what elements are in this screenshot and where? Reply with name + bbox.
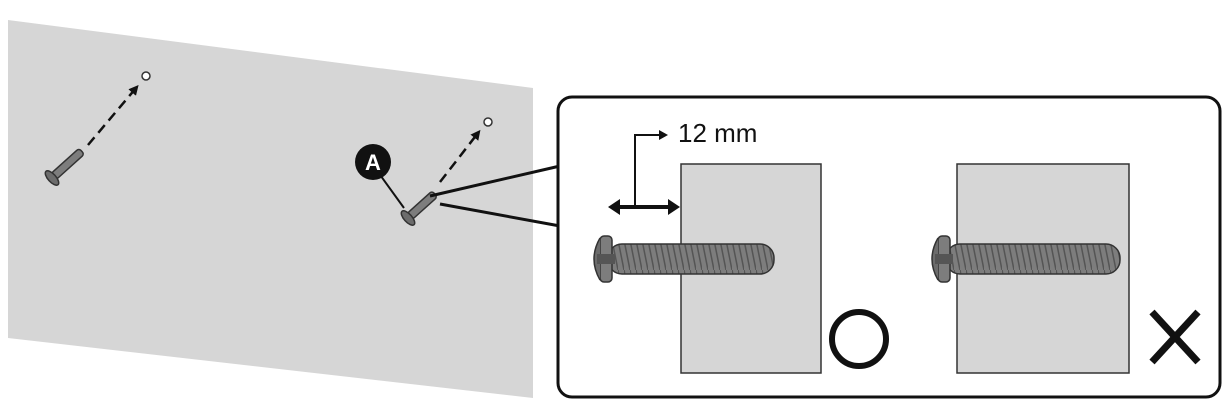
left-screw-group <box>44 71 151 186</box>
callout-line-bottom <box>439 202 561 228</box>
incorrect-example-screw <box>931 235 1121 283</box>
marker-a-label: A <box>365 150 381 175</box>
right-screw-hole <box>483 117 493 127</box>
marker-a-leader-line <box>377 171 405 209</box>
dimension-label: 12 mm <box>678 118 757 148</box>
left-insert-arrow <box>87 84 139 146</box>
correct-example-screw <box>593 235 775 283</box>
marker-a-badge <box>355 144 391 180</box>
dimension-indicator: 12 mm <box>608 118 757 215</box>
incorrect-x-symbol <box>1149 309 1201 365</box>
right-insert-arrow <box>439 129 481 183</box>
left-screw-hole <box>141 71 151 81</box>
left-screw <box>44 148 84 186</box>
incorrect-example <box>931 163 1201 374</box>
correct-circle-symbol <box>829 309 889 369</box>
callout-line-top <box>429 164 561 198</box>
wall-surface <box>8 20 533 398</box>
correct-example: 12 mm <box>593 118 889 374</box>
